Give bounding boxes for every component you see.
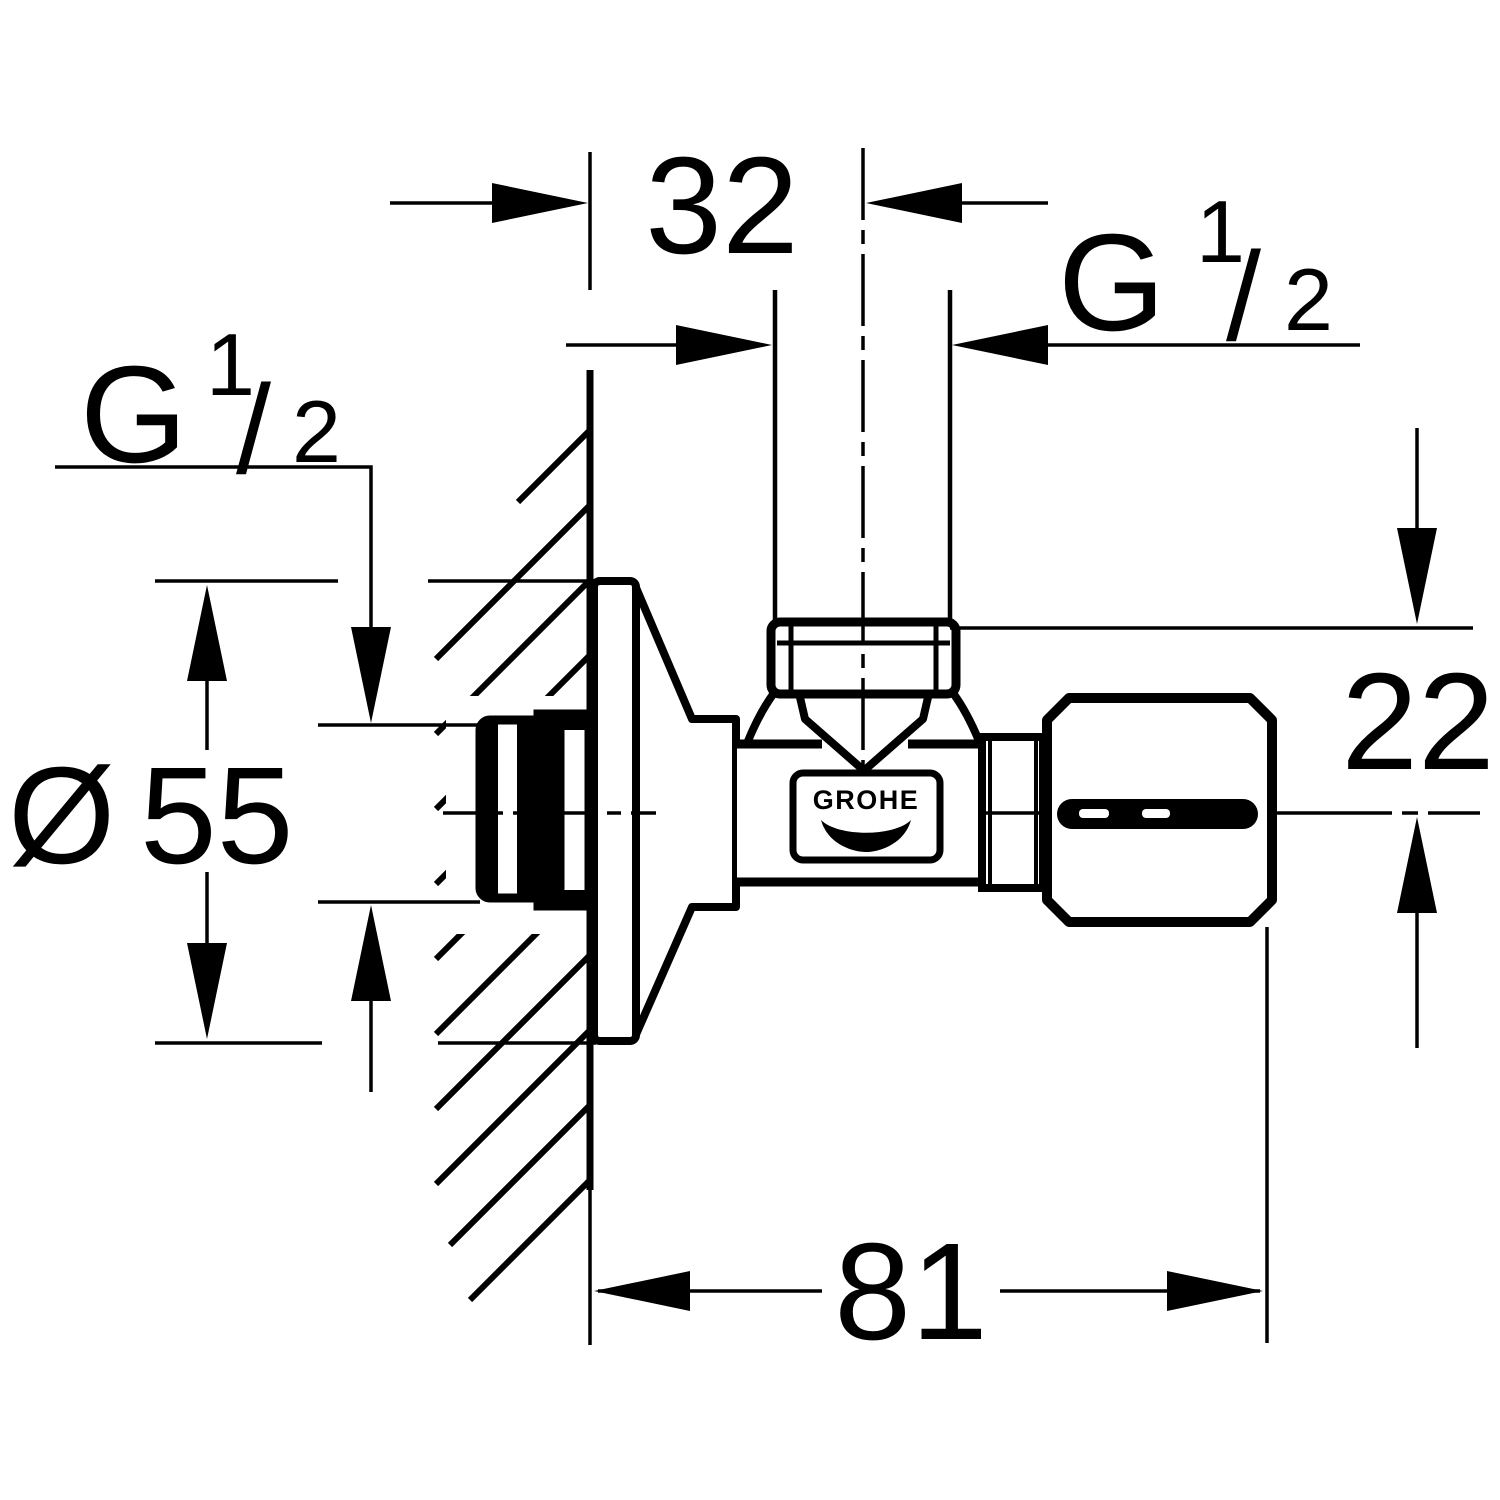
arrow-up-icon: [1397, 817, 1437, 913]
arrow-up-icon: [187, 585, 227, 681]
grohe-logo-text: GROHE: [813, 785, 920, 815]
grohe-laurel-icon: [821, 820, 911, 852]
arrow-left-icon: [952, 325, 1048, 365]
handle: [1042, 693, 1277, 927]
outlet-thread-slash: /: [1226, 226, 1261, 367]
outlet-neck: [744, 689, 983, 772]
escutcheon-plate: [590, 577, 640, 1045]
dimension-32: 32: [390, 129, 1048, 283]
inlet-thread-slash: /: [236, 359, 271, 500]
dimension-22: 22: [950, 428, 1495, 1048]
outlet-thread-numerator: 1: [1196, 182, 1245, 281]
dimension-flange-diameter: Ø 55: [8, 579, 596, 1045]
dim-81-label: 81: [834, 1215, 988, 1369]
arrow-down-icon: [1397, 528, 1437, 624]
dimension-inlet-thread: G 1 / 2: [55, 315, 480, 1092]
dia-55-label: 55: [140, 739, 294, 893]
arrow-right-icon: [1167, 1271, 1263, 1311]
center-lines: [443, 148, 1480, 815]
arrow-down-icon: [351, 627, 391, 723]
arrow-left-icon: [866, 183, 962, 223]
inlet-thread-g: G: [80, 338, 187, 492]
arrow-right-icon: [492, 183, 588, 223]
inlet-thread-denominator: 2: [292, 382, 341, 481]
inlet-thread: [475, 709, 592, 911]
outlet-thread-g: G: [1058, 206, 1165, 360]
arrow-left-icon: [594, 1271, 690, 1311]
grohe-logo: GROHE: [789, 769, 944, 864]
dim-22-label: 22: [1341, 645, 1495, 799]
dim-32-label: 32: [645, 129, 799, 283]
escutcheon-cone: [630, 579, 740, 1043]
arrow-down-icon: [187, 943, 227, 1039]
arrow-up-icon: [351, 905, 391, 1001]
dimension-81: 81: [594, 927, 1269, 1369]
inlet-thread-numerator: 1: [206, 315, 255, 414]
outlet-thread-denominator: 2: [1284, 250, 1333, 349]
dimension-outlet-thread: G 1 / 2: [566, 182, 1360, 367]
dia-symbol: Ø: [8, 739, 115, 893]
arrow-right-icon: [676, 325, 772, 365]
